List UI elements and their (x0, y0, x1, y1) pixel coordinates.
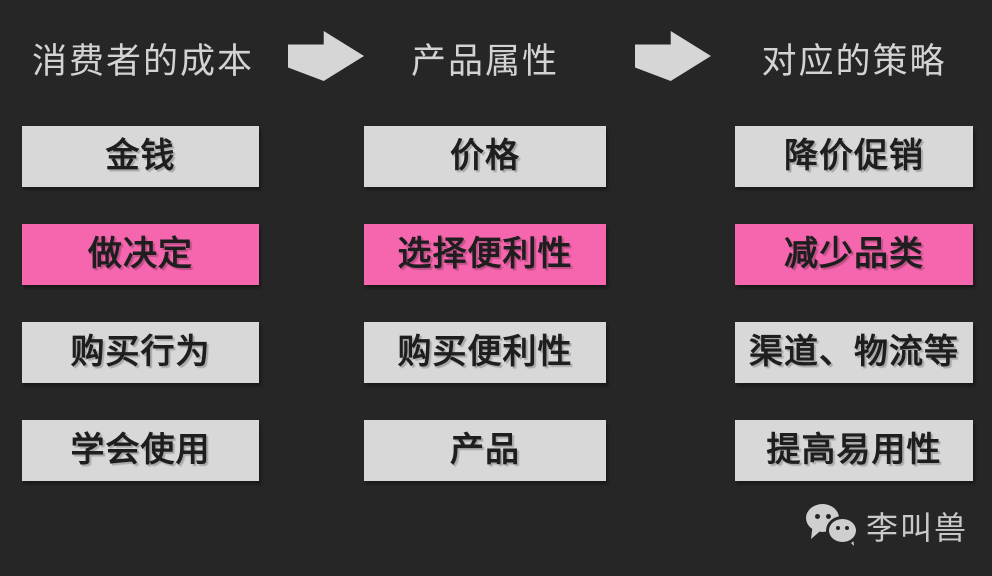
column-product-attributes: 价格 选择便利性 购买便利性 产品 (364, 126, 606, 518)
attr-product-box: 产品 (364, 420, 606, 481)
author-name: 李叫兽 (866, 510, 969, 546)
attr-choice-convenience-box: 选择便利性 (364, 224, 606, 285)
column-header-product-attributes: 产品属性 (410, 42, 559, 81)
attr-price-box: 价格 (364, 126, 606, 187)
column-strategies: 降价促销 减少品类 渠道、物流等 提高易用性 (735, 126, 973, 518)
cost-decision-box: 做决定 (22, 224, 259, 285)
author-watermark: 李叫兽 (806, 503, 968, 549)
cost-learn-to-use-box: 学会使用 (22, 420, 259, 481)
cost-money-box: 金钱 (22, 126, 259, 187)
strategy-reduce-categories-box: 减少品类 (735, 224, 973, 285)
column-consumer-cost: 金钱 做决定 购买行为 学会使用 (22, 126, 259, 518)
strategy-channel-logistics-box: 渠道、物流等 (735, 322, 973, 383)
arrow-right-icon (288, 31, 364, 81)
cost-purchase-behavior-box: 购买行为 (22, 322, 259, 383)
strategy-improve-usability-box: 提高易用性 (735, 420, 973, 481)
column-header-corresponding-strategy: 对应的策略 (761, 42, 947, 81)
wechat-icon (806, 503, 860, 549)
attr-purchase-convenience-box: 购买便利性 (364, 322, 606, 383)
strategy-discount-promotion-box: 降价促销 (735, 126, 973, 187)
column-header-consumer-cost: 消费者的成本 (31, 42, 254, 81)
arrow-right-icon (635, 31, 711, 81)
